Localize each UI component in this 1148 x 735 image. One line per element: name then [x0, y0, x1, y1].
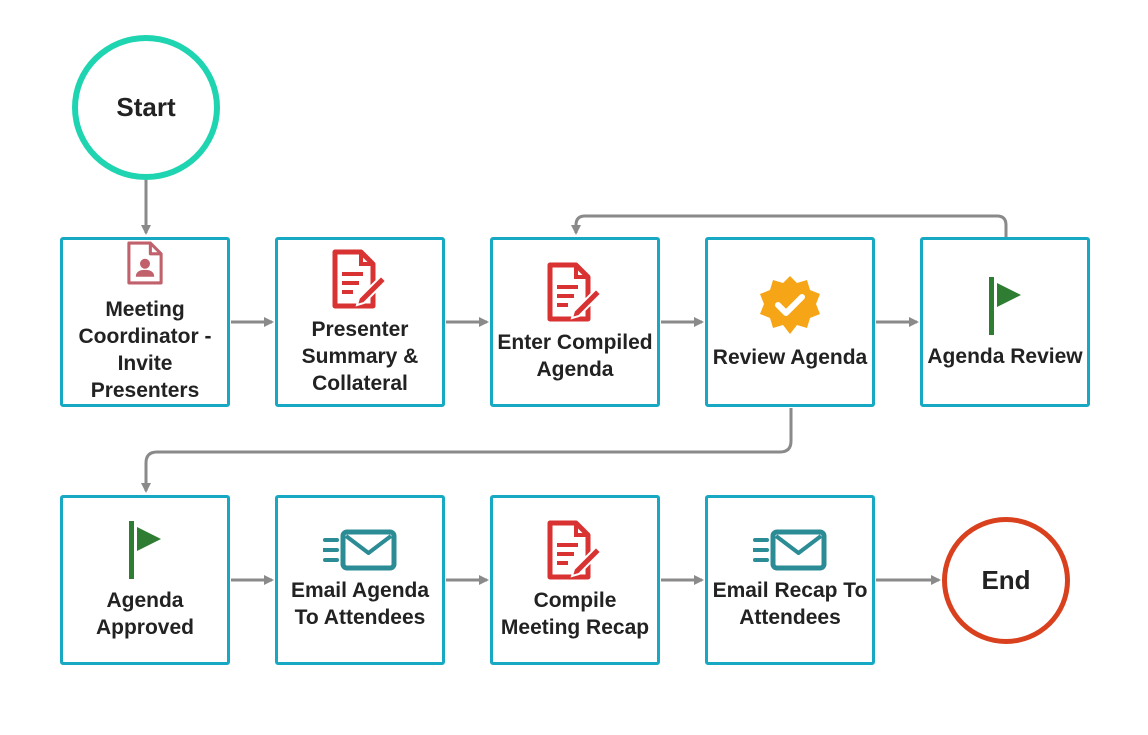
node-meeting-coordinator[interactable]: Meeting Coordinator - Invite Presenters	[60, 237, 230, 407]
user-profile-document-icon	[127, 241, 163, 285]
node-label: Meeting Coordinator - Invite Presenters	[78, 298, 212, 402]
flag-icon	[989, 276, 1021, 335]
send-mail-icon	[753, 529, 827, 571]
node-label: Email Recap To Attendees	[712, 579, 868, 629]
node-label: Compile Meeting Recap	[500, 589, 650, 639]
send-mail-icon	[323, 529, 397, 571]
node-agenda-approved[interactable]: Agenda Approved	[60, 495, 230, 665]
node-presenter-summary[interactable]: Presenter Summary & Collateral	[275, 237, 445, 407]
node-label: Enter Compiled Agenda	[497, 331, 653, 381]
end-label: End	[981, 565, 1031, 595]
node-label: Email Agenda To Attendees	[290, 579, 430, 629]
edit-document-icon	[332, 249, 388, 308]
connector-review-agenda-to-agenda-approved	[141, 408, 793, 493]
node-review-agenda[interactable]: Review Agenda	[705, 237, 875, 407]
node-email-recap[interactable]: Email Recap To Attendees	[705, 495, 875, 665]
verified-badge-icon	[760, 275, 820, 334]
start-label: Start	[116, 92, 176, 122]
flag-icon	[129, 521, 161, 579]
node-compile-meeting-recap[interactable]: Compile Meeting Recap	[490, 495, 660, 665]
node-agenda-review[interactable]: Agenda Review	[920, 237, 1090, 407]
start-node[interactable]: Start	[72, 35, 220, 180]
node-label: Review Agenda	[712, 345, 868, 369]
connector-agenda-review-loop-back	[571, 214, 1008, 237]
end-node[interactable]: End	[942, 517, 1070, 644]
node-label: Presenter Summary & Collateral	[301, 317, 419, 395]
node-label: Agenda Approved	[95, 589, 194, 639]
node-enter-compiled-agenda[interactable]: Enter Compiled Agenda	[490, 237, 660, 407]
node-email-agenda[interactable]: Email Agenda To Attendees	[275, 495, 445, 665]
edit-document-icon	[547, 520, 603, 580]
edit-document-icon	[547, 262, 603, 322]
node-label: Agenda Review	[927, 344, 1083, 368]
